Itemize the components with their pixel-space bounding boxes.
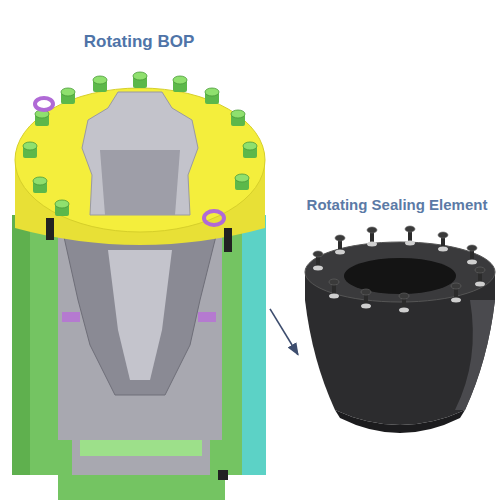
bop-illustration <box>12 72 266 500</box>
bop-bore <box>58 215 222 475</box>
bop-body-shade <box>12 215 30 475</box>
sealing-element-photo <box>305 226 495 433</box>
stud <box>46 218 54 240</box>
bop-cap-top <box>15 88 265 232</box>
sealing-element-node: Rotating Sealing Element <box>298 196 496 444</box>
cap-opening-shadow <box>100 150 180 215</box>
node-heading: Rotating Sealing Element <box>298 196 496 214</box>
eye-bolt <box>204 211 224 225</box>
node-heading: Rotating BOP <box>8 32 270 52</box>
arrow-connector <box>270 309 298 355</box>
element-base <box>335 410 465 433</box>
purple-insert <box>62 312 80 322</box>
element-bore <box>344 258 456 294</box>
cap-opening <box>82 92 198 215</box>
bop-node: Rotating BOP <box>8 28 270 496</box>
bop-body-shade <box>242 215 266 475</box>
bop-body <box>12 215 266 500</box>
bop-lower-flange <box>80 440 202 456</box>
eye-bolt <box>35 98 53 110</box>
cap-bolts <box>23 72 257 216</box>
purple-insert <box>198 312 216 322</box>
sealing-element-section <box>62 228 218 395</box>
port <box>218 470 228 480</box>
element-top <box>305 242 495 302</box>
element-bolts <box>313 226 485 313</box>
sealing-element-bore <box>108 250 172 380</box>
element-highlight <box>455 300 495 410</box>
element-body <box>305 272 495 425</box>
stud <box>224 228 232 252</box>
